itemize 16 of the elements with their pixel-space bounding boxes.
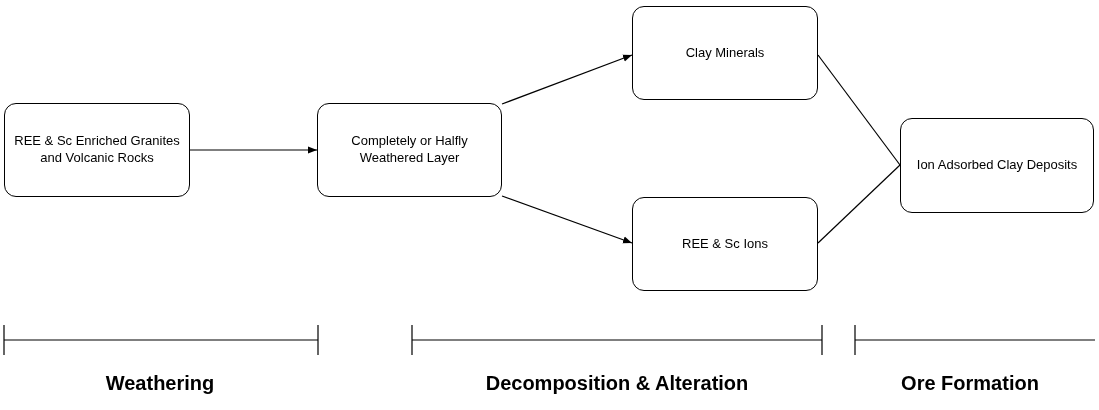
arrow	[501, 195, 633, 244]
process-box	[900, 118, 1094, 213]
box-label: Ion Adsorbed Clay Deposits	[916, 157, 1078, 174]
box-label: REE & Sc Enriched Granites and Volcanic Rocks	[13, 133, 181, 167]
arrow	[501, 54, 633, 105]
box-label: Completely or Halfly Weathered Layer	[350, 133, 469, 167]
process-box	[317, 103, 502, 197]
arrow	[189, 146, 318, 154]
stage-label: Ore Formation	[901, 372, 1039, 395]
process-box	[632, 197, 818, 291]
box-label: Clay Minerals	[685, 44, 765, 62]
stage-label: Decomposition & Alteration	[485, 372, 749, 395]
stage-label: Weathering	[105, 372, 215, 395]
box-label: REE & Sc Ions	[682, 235, 768, 253]
process-box	[632, 6, 818, 100]
process-box	[4, 103, 190, 197]
